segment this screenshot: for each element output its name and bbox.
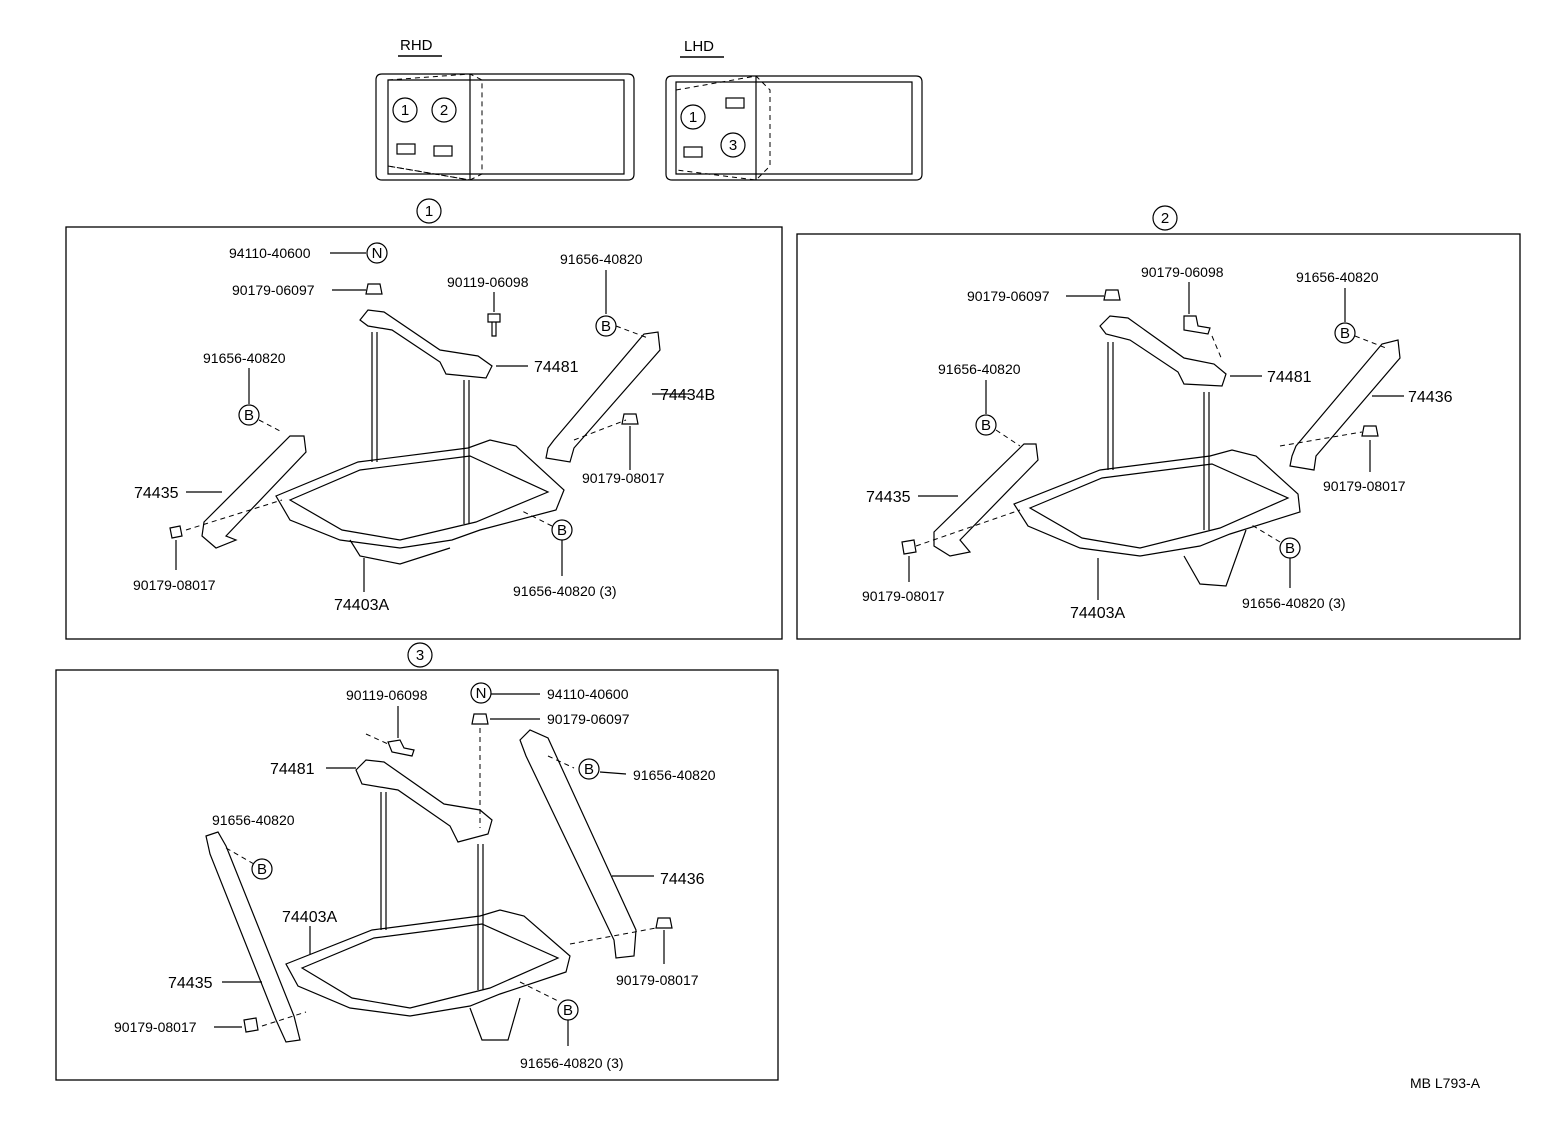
bracket-74481 bbox=[355, 759, 493, 843]
svg-text:B: B bbox=[584, 761, 594, 778]
label-90179-08017-right: 90179-08017 bbox=[616, 972, 699, 988]
label-74435: 74435 bbox=[134, 485, 179, 502]
label-90179-08017-right: 90179-08017 bbox=[582, 470, 665, 486]
nut-symbol-icon bbox=[366, 242, 388, 264]
svg-text:B: B bbox=[601, 318, 611, 335]
label-74481: 74481 bbox=[270, 761, 315, 778]
svg-text:N: N bbox=[372, 245, 383, 262]
rhd-layout: RHD 1 2 bbox=[375, 37, 635, 181]
label-74435: 74435 bbox=[168, 975, 213, 992]
label-94110-40600: 94110-40600 bbox=[547, 686, 629, 702]
bolt-icon bbox=[487, 313, 501, 337]
label-74434B: 74434B bbox=[660, 387, 715, 404]
lhd-layout: LHD 1 3 bbox=[665, 38, 923, 181]
label-90179-06097: 90179-06097 bbox=[547, 711, 630, 727]
svg-text:B: B bbox=[557, 522, 567, 539]
tray-74403A bbox=[285, 909, 571, 1017]
label-74403A: 74403A bbox=[282, 909, 337, 926]
panel-1-marker: 1 bbox=[425, 203, 433, 220]
label-90179-08017-left: 90179-08017 bbox=[133, 577, 216, 593]
label-91656-40820-top: 91656-40820 bbox=[560, 251, 643, 267]
bracket-74436 bbox=[1289, 339, 1401, 471]
label-74481: 74481 bbox=[1267, 369, 1312, 386]
label-90119-06098: 90119-06098 bbox=[447, 274, 529, 290]
panel-1: 1 94110-40600 N 90179-06097 90119-06098 … bbox=[65, 198, 783, 640]
nut-icon bbox=[365, 283, 383, 295]
svg-text:B: B bbox=[1340, 325, 1350, 342]
label-74435: 74435 bbox=[866, 489, 911, 506]
lhd-label: LHD bbox=[684, 38, 714, 55]
label-90119-06098: 90119-06098 bbox=[346, 687, 428, 703]
label-90179-06098: 90179-06098 bbox=[1141, 264, 1224, 280]
bracket-74481 bbox=[1099, 315, 1227, 387]
label-91656-40820-top: 91656-40820 bbox=[1296, 269, 1379, 285]
label-94110-40600: 94110-40600 bbox=[229, 245, 311, 261]
tray-74403A bbox=[275, 439, 565, 549]
bracket-74436 bbox=[519, 729, 637, 959]
svg-text:B: B bbox=[563, 1002, 573, 1019]
label-91656-40820-bottom: 91656-40820 (3) bbox=[513, 583, 617, 599]
panel-1-frame bbox=[65, 226, 783, 640]
label-90179-06097: 90179-06097 bbox=[967, 288, 1050, 304]
svg-text:B: B bbox=[244, 407, 254, 424]
lhd-marker-1: 1 bbox=[689, 109, 697, 126]
diagram-code: MB L793-A bbox=[1410, 1075, 1481, 1091]
label-91656-40820-bottom: 91656-40820 (3) bbox=[1242, 595, 1346, 611]
bracket-74435 bbox=[205, 831, 301, 1043]
label-74403A: 74403A bbox=[334, 597, 389, 614]
label-90179-08017-left: 90179-08017 bbox=[862, 588, 945, 604]
label-74436: 74436 bbox=[660, 871, 705, 888]
panel-2-marker: 2 bbox=[1161, 210, 1169, 227]
label-91656-40820-left: 91656-40820 bbox=[938, 361, 1021, 377]
tray-74403A bbox=[1013, 449, 1301, 557]
bolt-icon bbox=[387, 739, 415, 757]
label-91656-40820-left: 91656-40820 bbox=[212, 812, 295, 828]
label-90179-06097: 90179-06097 bbox=[232, 282, 315, 298]
label-90179-08017-left: 90179-08017 bbox=[114, 1019, 197, 1035]
bracket-74435 bbox=[201, 435, 307, 549]
panel-3-frame bbox=[55, 669, 779, 1081]
rhd-label: RHD bbox=[400, 37, 433, 54]
bracket-74434B bbox=[545, 331, 661, 463]
label-91656-40820-left: 91656-40820 bbox=[203, 350, 286, 366]
label-74403A: 74403A bbox=[1070, 605, 1125, 622]
label-91656-40820-bottom: 91656-40820 (3) bbox=[520, 1055, 624, 1071]
panel-3: 3 90119-06098 N 94110-40600 90179-06097 … bbox=[55, 642, 779, 1081]
svg-text:B: B bbox=[1285, 540, 1295, 557]
label-90179-08017-right: 90179-08017 bbox=[1323, 478, 1406, 494]
bracket-74481 bbox=[359, 309, 493, 379]
label-74481: 74481 bbox=[534, 359, 579, 376]
svg-text:B: B bbox=[257, 861, 267, 878]
lhd-marker-3: 3 bbox=[729, 137, 737, 154]
panel-2: 2 90179-06098 91656-40820 B 90179-06097 … bbox=[796, 205, 1521, 640]
label-74436: 74436 bbox=[1408, 389, 1453, 406]
rhd-marker-2: 2 bbox=[440, 102, 448, 119]
panel-2-frame bbox=[796, 233, 1521, 640]
bracket-74435 bbox=[933, 443, 1039, 557]
bolt-icon bbox=[1183, 315, 1211, 335]
rhd-marker-1: 1 bbox=[401, 102, 409, 119]
panel-3-marker: 3 bbox=[416, 647, 424, 664]
label-91656-40820-right: 91656-40820 bbox=[633, 767, 716, 783]
svg-text:B: B bbox=[981, 417, 991, 434]
svg-text:N: N bbox=[476, 685, 487, 702]
